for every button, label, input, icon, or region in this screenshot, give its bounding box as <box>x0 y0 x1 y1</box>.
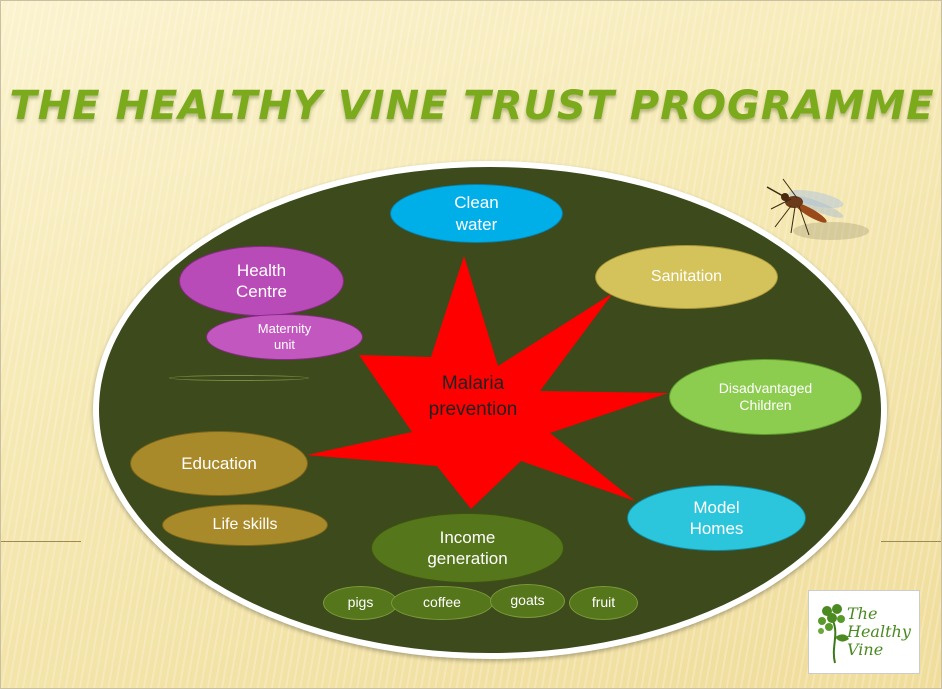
node-fruit-label: fruit <box>591 594 616 611</box>
node-model-homes[interactable]: Model Homes <box>627 485 806 551</box>
node-goats-label: goats <box>510 592 545 609</box>
node-life-skills-label: Life skills <box>212 516 278 533</box>
node-pigs[interactable]: pigs <box>323 586 398 620</box>
node-education[interactable]: Education <box>130 431 308 496</box>
node-sanitation[interactable]: Sanitation <box>595 245 778 309</box>
node-health-centre-label: Health Centre <box>235 260 288 301</box>
node-pigs-label: pigs <box>347 594 374 611</box>
node-sanitation-label: Sanitation <box>650 268 723 285</box>
slide-title: THE HEALTHY VINE TRUST PROGRAMME <box>9 83 935 129</box>
faint-ellipse-outline <box>169 375 309 381</box>
node-disadvantaged-children[interactable]: Disadvantaged Children <box>669 359 862 435</box>
node-clean-water[interactable]: Clean water <box>390 184 563 243</box>
node-coffee-label: coffee <box>423 594 461 611</box>
node-model-homes-label: Model Homes <box>689 497 744 538</box>
healthy-vine-logo: The Healthy Vine <box>808 590 920 674</box>
node-maternity-unit-label: Maternity unit <box>257 320 312 352</box>
divider-line-left <box>1 541 81 542</box>
node-disadvantaged-children-label: Disadvantaged Children <box>718 379 813 414</box>
node-health-centre[interactable]: Health Centre <box>179 246 344 316</box>
mosquito-icon <box>766 178 869 240</box>
node-education-label: Education <box>181 453 257 473</box>
vine-logo-icon <box>818 604 849 664</box>
node-coffee[interactable]: coffee <box>391 586 493 620</box>
logo-text: The Healthy Vine <box>847 604 911 659</box>
star-shape <box>307 256 668 509</box>
node-fruit[interactable]: fruit <box>569 586 638 620</box>
node-goats[interactable]: goats <box>490 584 565 618</box>
node-income-generation-label: Income generation <box>427 527 508 568</box>
center-label: Malaria prevention <box>428 373 518 420</box>
node-clean-water-label: Clean water <box>454 193 499 234</box>
node-life-skills[interactable]: Life skills <box>162 504 328 546</box>
node-income-generation[interactable]: Income generation <box>371 513 564 583</box>
divider-line-right <box>881 541 941 542</box>
node-maternity-unit[interactable]: Maternity unit <box>206 314 363 360</box>
